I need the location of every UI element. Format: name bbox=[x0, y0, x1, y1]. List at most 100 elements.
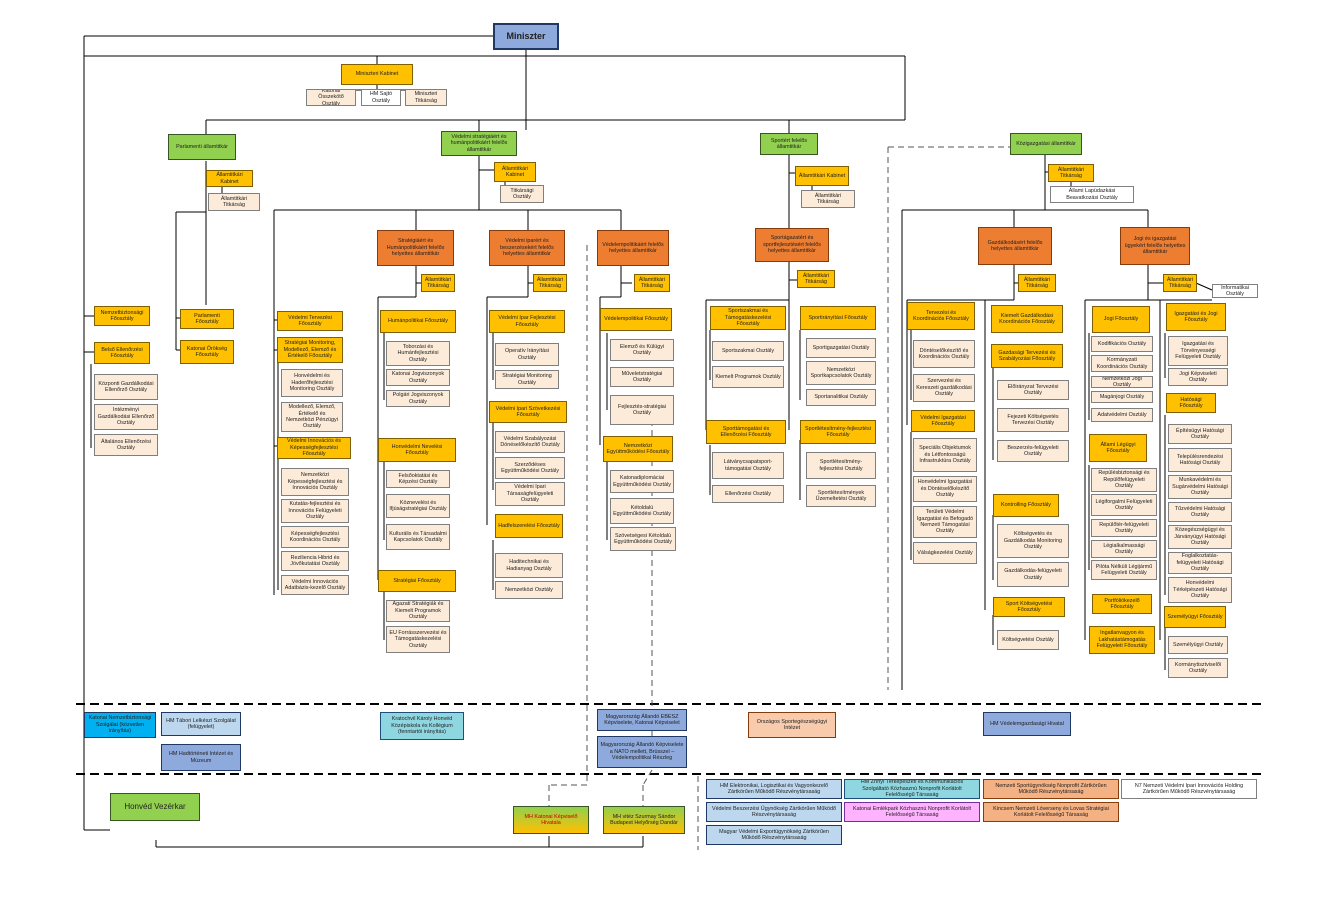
unit: Sportlétesítmény-fejlesztési Osztály bbox=[806, 452, 876, 479]
unit: Kutatás-fejlesztési és Innovációs Felügy… bbox=[281, 499, 349, 523]
label: Területi Védelmi Igazgatási és Befogadó … bbox=[916, 509, 974, 535]
label: MH Katonai Képviselő Hivatala bbox=[524, 813, 578, 826]
label: Nemzeti Sportügynökség Nonprofit Zártkör… bbox=[995, 782, 1107, 795]
label: Légiforgalmi Felügyeleti Osztály bbox=[1095, 498, 1153, 511]
label: Védelmi Ipar Fejlesztési Főosztály bbox=[498, 315, 556, 328]
label: Polgári Jogviszonyok Osztály bbox=[392, 392, 444, 405]
agency-kratochvil: Kratochvil Károly Honvéd Középiskola és … bbox=[380, 712, 464, 740]
sport-spl-division: Sportlétesítmény-fejlesztési Főosztály bbox=[800, 420, 876, 444]
cabinet-unit-label: Miniszteri Titkárság bbox=[414, 91, 438, 104]
label: Településrendezési Hatósági Osztály bbox=[1176, 453, 1224, 466]
label: Légialkalmassági Osztály bbox=[1103, 542, 1145, 555]
label: Modellező, Elemző, Értékelő és Nemzetköz… bbox=[286, 404, 338, 430]
unit: Képességfejlesztési Koordinációs Osztály bbox=[281, 526, 349, 548]
unit: Repülőtér-felügyeleti Osztály bbox=[1091, 519, 1157, 537]
sport-deputy-head: Sportágazatért és sportfejlesztésért fel… bbox=[755, 228, 829, 262]
label: Államtitkári Titkárság bbox=[536, 276, 564, 289]
label: Stratégiáért és Humánpolitikáért felelős… bbox=[386, 238, 445, 258]
label: Sportlétesítmény-fejlesztési Osztály bbox=[819, 459, 863, 472]
label: Védelempolitikai Főosztály bbox=[604, 316, 668, 323]
unit: Ellenőrzési Osztály bbox=[712, 485, 784, 503]
secretariat: Államtitkári Titkárság bbox=[797, 270, 835, 288]
label: Államtitkári Titkárság bbox=[1023, 276, 1051, 289]
label: Építésügyi Hatósági Osztály bbox=[1176, 427, 1224, 440]
info-unit: Informatikai Osztály bbox=[1212, 284, 1258, 298]
defpol-division: Védelempolitikai Főosztály bbox=[600, 308, 672, 331]
defense-strategy-head: Védelmi stratégiáért és humánpolitikáért… bbox=[441, 131, 517, 156]
cabinet-head-label: Miniszteri Kabinet bbox=[355, 71, 399, 78]
company-box: N7 Nemzeti Védelmi Ipari Innovációs Hold… bbox=[1121, 779, 1257, 799]
label: EU Forrásszervezési és Támogatáskezelési… bbox=[389, 629, 447, 649]
label: Sporttámogatási és Ellenőrzési Főosztály bbox=[720, 425, 772, 438]
label: Repülésbiztonsági és Repülőfelügyeleti O… bbox=[1098, 470, 1150, 490]
label: Elemző és Külügyi Osztály bbox=[619, 343, 665, 356]
strategy-division: Stratégiai Főosztály bbox=[378, 570, 456, 592]
authority-division: Hatósági Főosztály bbox=[1166, 393, 1216, 413]
company-box: Védelmi Beszerzési Ügynökség Zártkörűen … bbox=[706, 802, 842, 822]
cabinet-unit-label: Katonai Összekötő Osztály bbox=[318, 89, 344, 106]
unit: Igazgatási és Törvényességi Felügyeleti … bbox=[1168, 336, 1228, 366]
unit: Magánjogi Osztály bbox=[1091, 391, 1153, 403]
label: Államtitkári Kabinet bbox=[798, 172, 846, 179]
label: Honvéd Vezérkar bbox=[124, 802, 186, 812]
label: Védelmi Innovációs és Képességfejlesztés… bbox=[287, 438, 341, 458]
label: Költségvetés és Gazdálkodás Monitoring O… bbox=[1003, 531, 1063, 551]
unit: Honvédelmi Térképészeti Hatósági Osztály bbox=[1168, 577, 1232, 603]
unit: Költségvetés és Gazdálkodás Monitoring O… bbox=[997, 524, 1069, 558]
unit: Köznevelési és Ifjúságstratégiai Osztály bbox=[386, 494, 450, 518]
label: MH vitéz Szurmay Sándor Budapest Helyőrs… bbox=[610, 813, 678, 826]
label: Honvédelmi Térképészeti Hatósági Osztály bbox=[1173, 580, 1227, 600]
label: Látványcsapatsport-támogatási Osztály bbox=[723, 459, 773, 472]
deputy-defpol-head: Védelempolitikáért felelős helyettes áll… bbox=[597, 230, 669, 266]
unit: Munkavédelmi és Sugárvédelmi Hatósági Os… bbox=[1168, 475, 1232, 499]
label: Államtitkári Titkárság bbox=[220, 195, 248, 208]
sport-cabinet: Államtitkári Kabinet bbox=[795, 166, 849, 186]
cabinet-unit: HM Sajtó Osztály bbox=[361, 89, 401, 106]
unit: Műveletstratégiai Osztály bbox=[610, 367, 674, 387]
company-box: Katonai Emlékpark Közhasznú Nonprofit Ko… bbox=[844, 802, 980, 822]
unit: Költségvetési Osztály bbox=[997, 630, 1059, 650]
label: Tűzvédelmi Hatósági Osztály bbox=[1174, 505, 1226, 518]
label: HM Tábori Lelkészi Szolgálat (felügyelet… bbox=[166, 717, 236, 730]
parliament-division: Parlamenti Főosztály bbox=[180, 309, 234, 329]
parliamentary-head-label: Parlamenti államtitkár bbox=[176, 143, 228, 150]
company-box: HM Zrínyi Térképészeti és Kommunikációs … bbox=[844, 779, 980, 799]
label: Stratégiai Monitoring, Modellező, Elemző… bbox=[283, 340, 337, 360]
label: Belső Ellenőrzési Főosztály bbox=[101, 346, 143, 359]
admin-secretariat: Államtitkári Titkárság bbox=[1048, 164, 1094, 182]
admin-head: Közigazgatási államtitkár bbox=[1010, 133, 1082, 155]
label: HM Zrínyi Térképészeti és Kommunikációs … bbox=[860, 779, 964, 799]
label: Stratégiai Monitoring Osztály bbox=[502, 373, 552, 386]
unit: Ágazati Stratégiák és Kiemelt Programok … bbox=[386, 600, 450, 622]
label: Sportlétesítmény-fejlesztési Főosztály bbox=[805, 425, 871, 438]
label: Nemzetközi Sportkapcsolatok Osztály bbox=[810, 366, 872, 379]
unit: Szerződéses Együttműködési Osztály bbox=[495, 457, 565, 479]
label: Magyarország Állandó EBESZ Képviselete, … bbox=[604, 713, 680, 726]
label: Sportért felelős államtitkár bbox=[770, 137, 808, 150]
strategic-monitoring-division: Stratégiai Monitoring, Modellező, Elemző… bbox=[277, 337, 343, 363]
cabinet-head: Miniszteri Kabinet bbox=[341, 64, 413, 85]
label: Védelmi Innovációs Adatbázis-kezelő Oszt… bbox=[284, 578, 346, 591]
unit: Beszerzés-felügyeleti Osztály bbox=[997, 440, 1069, 462]
unit: Toborzási és Humánfejlesztési Osztály bbox=[386, 341, 450, 366]
unit: Védelmi Szabályozási Dönéselőkészítő Osz… bbox=[495, 431, 565, 453]
label: Védelmi Beszerzési Ügynökség Zártkörűen … bbox=[711, 805, 837, 818]
unit: Fejezeti Költségvetés Tervezési Osztály bbox=[997, 408, 1069, 432]
unit: Kormányzati Koordinációs Osztály bbox=[1091, 355, 1153, 372]
label: Jogi és igazgatási ügyekért felelős hely… bbox=[1124, 236, 1186, 256]
law-division: Jogi Főosztály bbox=[1092, 306, 1150, 333]
unit: Kodifikációs Osztály bbox=[1091, 336, 1153, 352]
label: HM Védelemgazdasági Hivatal bbox=[990, 720, 1064, 727]
unit: Kiemelt Programok Osztály bbox=[712, 366, 784, 388]
unit: Légialkalmassági Osztály bbox=[1091, 540, 1157, 558]
label: Védelmi iparért és beszerzésekért felelő… bbox=[500, 238, 554, 258]
unit: Településrendezési Hatósági Osztály bbox=[1168, 448, 1232, 472]
label: Portfóliókezelő Főosztály bbox=[1104, 597, 1140, 610]
sport-spk-division: Sportszakmai és Támogatáskezelési Főoszt… bbox=[710, 306, 786, 330]
label: Költségvetési Osztály bbox=[1002, 636, 1054, 643]
unit: Stratégiai Monitoring Osztály bbox=[495, 370, 559, 389]
label: Nemzetközi Osztály bbox=[505, 586, 553, 593]
label: Kétoldalú Együttműködési Osztály bbox=[613, 504, 671, 517]
label: Állami Légügyi Főosztály bbox=[1100, 441, 1136, 454]
label: Fejezeti Költségvetés Tervezési Osztály bbox=[1007, 413, 1059, 426]
